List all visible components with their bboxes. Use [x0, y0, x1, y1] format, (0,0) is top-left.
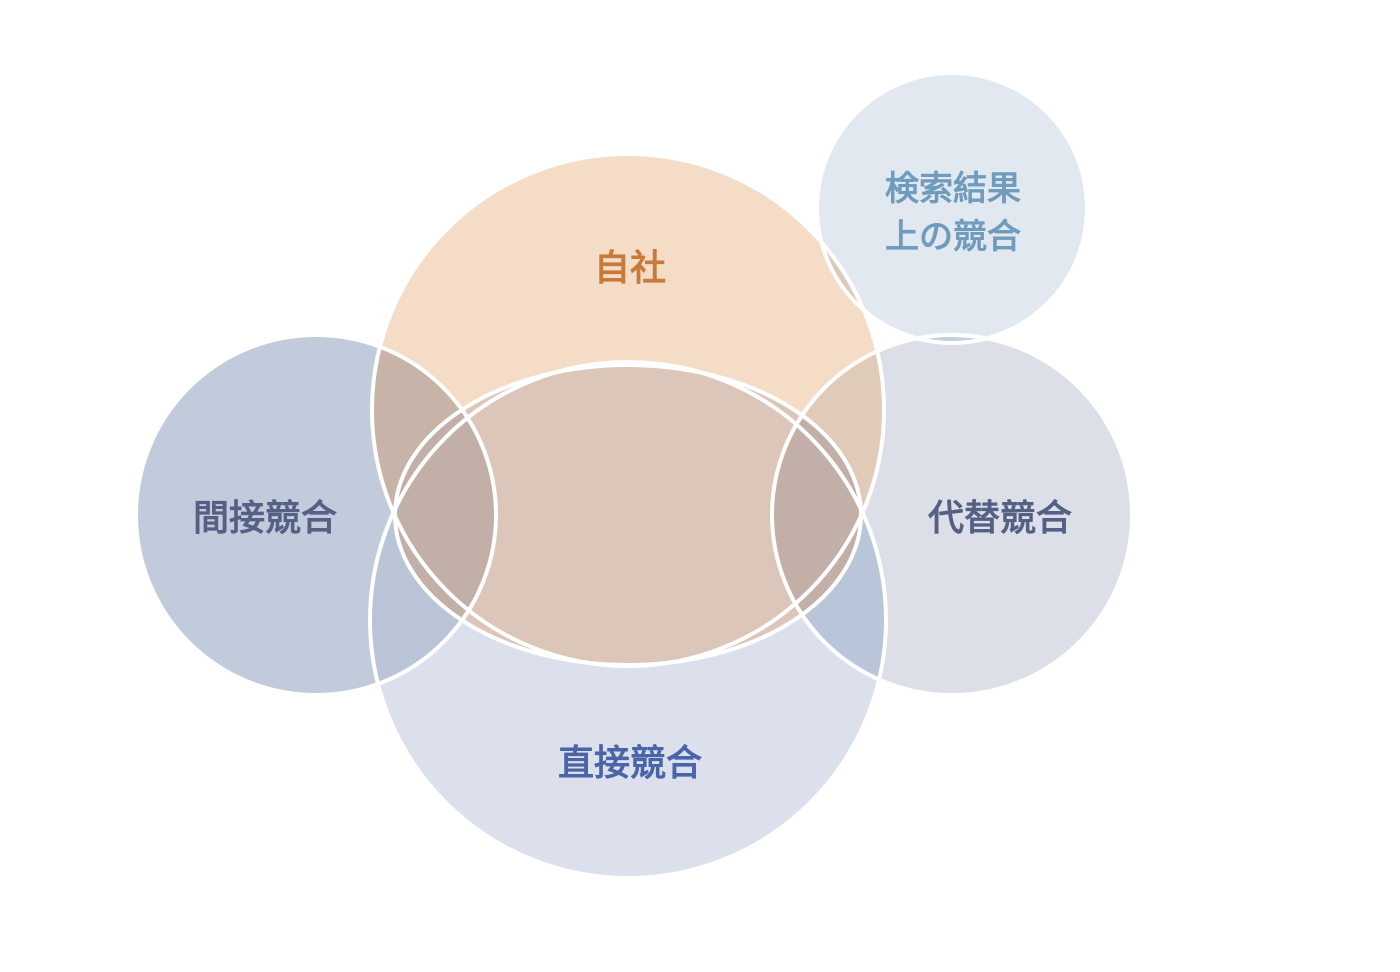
center-overlap-ellipse	[395, 365, 861, 665]
own-company-label: 自社	[594, 248, 666, 289]
search-competition-label-line1: 検索結果	[885, 169, 1021, 209]
indirect-competition-label: 間接競合	[193, 498, 337, 539]
search-competition-label-line2: 上の競合	[885, 217, 1021, 257]
substitute-competition-label: 代替競合	[927, 498, 1072, 539]
direct-competition-label: 直接競合	[558, 743, 702, 784]
circle-outlines	[134, 71, 1134, 880]
search-results-competition-circle	[817, 73, 1087, 343]
